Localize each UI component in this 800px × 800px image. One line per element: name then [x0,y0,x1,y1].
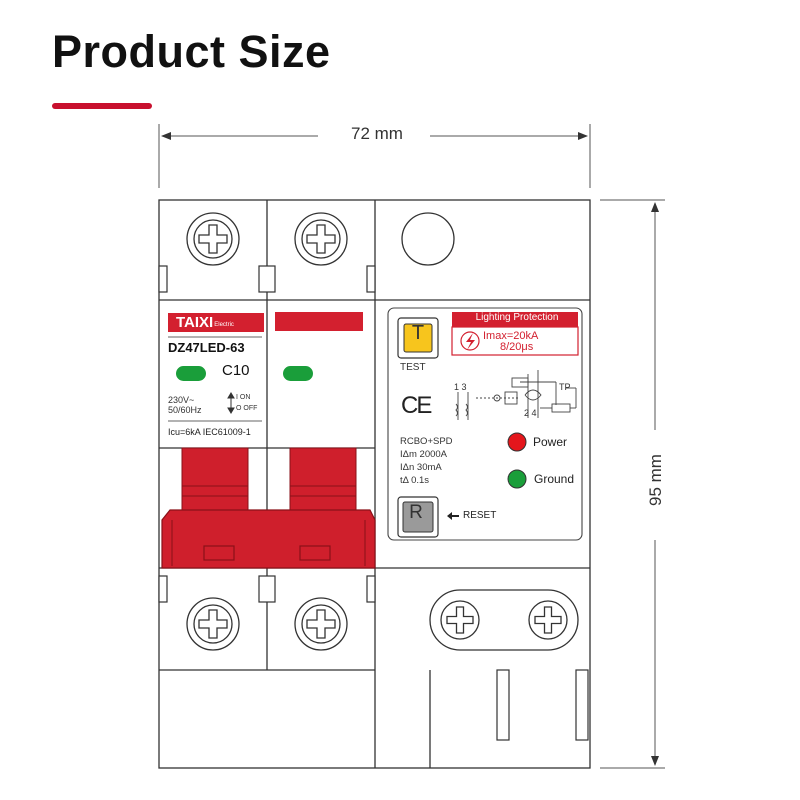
terminal-screw-icon [440,600,480,640]
reset-button[interactable] [397,496,439,538]
on-off-arrow-icon [227,392,235,414]
ce-mark: CE [401,392,432,419]
spd-panel [387,307,583,541]
surge-wave-label: 8/20μs [500,341,534,353]
width-dimension-label: 72 mm [351,124,403,143]
terminal-screw-icon [186,597,240,651]
power-label: Power [533,435,568,449]
title-underline [52,103,152,109]
schematic-tp-label: TP [559,382,571,392]
terminal-screw-icon [294,597,348,651]
status-indicator-green [283,366,313,381]
spec-line: RCBO+SPD [400,436,453,447]
terminal-screw-icon [294,212,348,266]
terminal-screw-icon [528,600,568,640]
test-button[interactable] [397,317,439,359]
off-label: O OFF [236,405,258,412]
breaker-handle[interactable] [161,447,376,569]
height-dimension [600,199,665,769]
status-indicator-green [176,366,206,381]
spd-pins [496,669,589,741]
voltage-label: 230V~ [168,395,195,405]
schematic-terminal-bottom: 2 4 [524,408,537,418]
terminal-notches [158,265,376,603]
spec-line: IΔm 2000A [400,449,448,460]
spec-line: IΔn 30mA [400,462,442,473]
current-rating: C10 [222,362,250,379]
on-label: I ON [236,394,251,401]
frequency-label: 50/60Hz [168,405,202,415]
ground-indicator [507,469,527,489]
test-label: TEST [400,362,426,373]
reset-label: RESET [463,510,497,521]
spec-line: tΔ 0.1s [400,475,430,486]
pole-label-bar [275,312,363,331]
wiring-schematic [455,370,577,420]
reset-button-letter[interactable]: R [409,502,423,523]
lightning-protection-title: Lighting Protection [475,312,559,323]
brand-logo: TAIXIElectric [168,313,264,332]
icu-standard-label: Icu=6kA IEC61009-1 [168,427,251,437]
lightning-protection-box [451,312,579,356]
lightning-bolt-icon [460,331,480,351]
imax-label: Imax=20kA [483,330,539,342]
model-number: DZ47LED-63 [168,340,245,355]
power-indicator [507,432,527,452]
schematic-terminal-top: 1 3 [454,382,467,392]
ground-label: Ground [534,472,575,486]
page-title: Product Size [52,26,331,77]
terminal-screw-icon [186,212,240,266]
spd-bottom-terminal [429,589,579,651]
spd-terminal-icon [401,212,455,266]
test-button-letter[interactable]: T [411,322,425,344]
arrow-left-icon [447,512,459,520]
width-dimension [158,124,591,188]
